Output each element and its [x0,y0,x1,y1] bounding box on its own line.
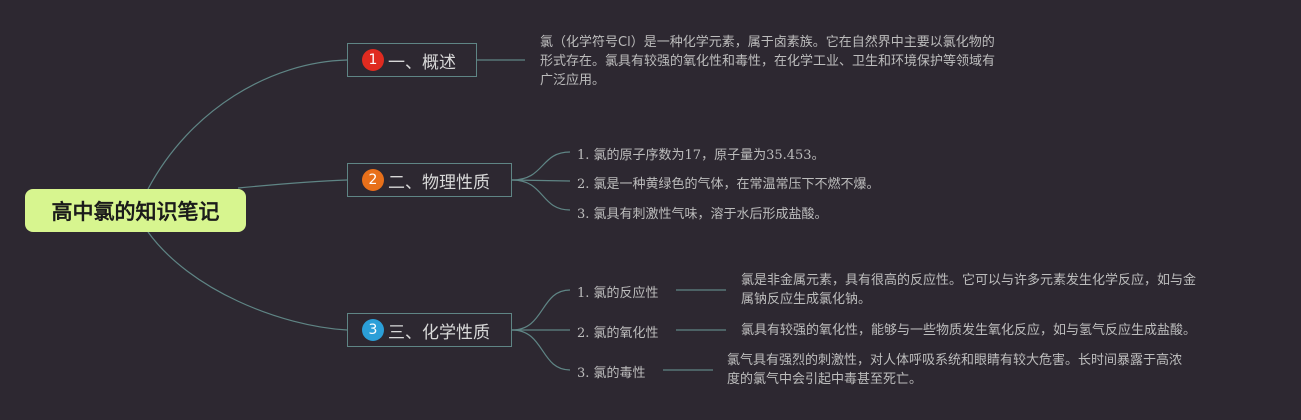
physical-item-2[interactable]: 2. 氯是一种黄绿色的气体，在常温常压下不燃不爆。 [577,177,880,192]
link-branch3-item3 [511,329,571,371]
branch-physical-label: 二、物理性质 [388,172,490,193]
branch-overview[interactable]: 1 一、概述 [347,43,477,77]
chemical-item-reactivity[interactable]: 1. 氯的反应性 [577,286,659,301]
reactivity-detail-line-1: 氯是非金属元素，具有很高的反应性。它可以与许多元素发生化学反应，如与金 [741,273,1197,288]
toxicity-detail: 氯气具有强烈的刺激性，对人体呼吸系统和眼睛有较大危害。长时间暴露于高浓 度的氯气… [727,351,1182,389]
oxidizing-detail-line-1: 氯具有较强的氧化性，能够与一些物质发生氧化反应，如与氢气反应生成盐酸。 [741,323,1197,338]
link-root-branch1 [147,59,348,190]
physical-item-3[interactable]: 3. 氯具有刺激性气味，溶于水后形成盐酸。 [577,207,828,222]
branch-chemical-label: 三、化学性质 [388,322,490,343]
chemical-item-oxidizing[interactable]: 2. 氯的氧化性 [577,326,659,341]
overview-text: 氯（化学符号Cl）是一种化学元素，属于卤素族。它在自然界中主要以氯化物的 形式存… [540,33,995,90]
branch-physical-properties[interactable]: 2 二、物理性质 [347,163,512,197]
link-branch2-item2 [511,179,571,182]
oxidizing-detail: 氯具有较强的氧化性，能够与一些物质发生氧化反应，如与氢气反应生成盐酸。 [741,321,1196,340]
overview-line-1: 氯（化学符号Cl）是一种化学元素，属于卤素族。它在自然界中主要以氯化物的 [540,35,995,50]
link-branch2-item1 [511,151,571,181]
chemical-item-toxicity[interactable]: 3. 氯的毒性 [577,366,646,381]
link-root-branch3 [147,231,348,331]
branch-overview-label: 一、概述 [388,52,456,73]
reactivity-detail-line-2: 属钠反应生成氯化钠。 [741,292,872,307]
reactivity-detail: 氯是非金属元素，具有很高的反应性。它可以与许多元素发生化学反应，如与金 属钠反应… [741,271,1196,309]
root-topic[interactable]: 高中氯的知识笔记 [25,189,246,232]
toxicity-detail-line-2: 度的氯气中会引起中毒甚至死亡。 [727,372,923,387]
physical-item-1[interactable]: 1. 氯的原子序数为17，原子量为35.453。 [577,148,825,163]
overview-line-3: 广泛应用。 [540,73,606,88]
overview-line-2: 形式存在。氯具有较强的氧化性和毒性，在化学工业、卫生和环境保护等领域有 [540,54,996,69]
number-badge-3: 3 [362,319,384,341]
toxicity-detail-line-1: 氯气具有强烈的刺激性，对人体呼吸系统和眼睛有较大危害。长时间暴露于高浓 [727,353,1183,368]
branch-chemical-properties[interactable]: 3 三、化学性质 [347,313,512,347]
link-branch3-item1 [511,289,571,331]
number-badge-1: 1 [362,49,384,71]
root-title: 高中氯的知识笔记 [51,199,220,224]
number-badge-2: 2 [362,169,384,191]
link-root-branch2 [237,179,348,189]
link-branch2-item3 [511,179,571,211]
